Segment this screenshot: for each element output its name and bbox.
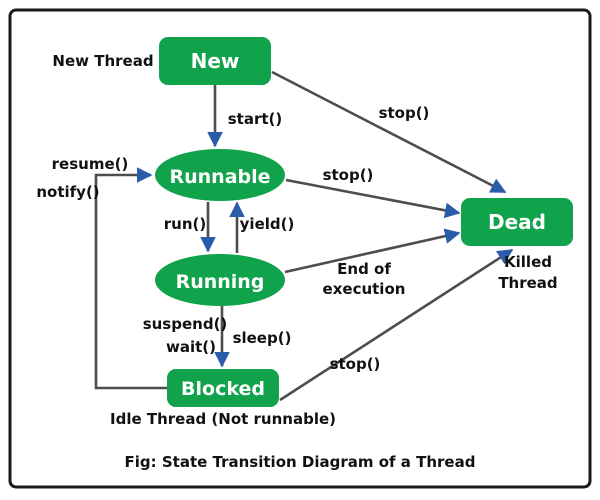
edge-label-new-stop: stop() (379, 104, 430, 122)
annotation-idle-thread: Idle Thread (Not runnable) (110, 410, 336, 428)
edge-running-to-dead (284, 228, 461, 274)
state-node-runnable[interactable]: Runnable (155, 149, 285, 201)
edge-label-wait: wait() (166, 338, 216, 356)
edge-label-blocked-stop: stop() (330, 355, 381, 373)
state-node-blocked[interactable]: Blocked (167, 369, 279, 407)
state-label-new: New (191, 49, 240, 73)
diagram-frame (8, 8, 592, 489)
edge-label-end-of-execution-line2: execution (323, 280, 406, 298)
edge-blocked-to-dead (279, 248, 514, 402)
state-label-runnable: Runnable (169, 166, 270, 188)
state-shape-dead (461, 198, 573, 246)
state-label-dead: Dead (488, 210, 546, 234)
state-shape-new (159, 37, 271, 85)
annotation-killed-thread-line1: Killed (504, 253, 552, 271)
edge-label-runnable-stop: stop() (323, 166, 374, 184)
edge-label-resume: resume() (52, 155, 129, 173)
state-label-blocked: Blocked (181, 378, 265, 400)
state-node-new[interactable]: New (159, 37, 271, 85)
annotation-killed-thread-line2: Thread (498, 274, 557, 292)
edge-label-notify: notify() (36, 183, 99, 201)
edge-label-sleep: sleep() (233, 329, 292, 347)
edge-label-run: run() (164, 215, 206, 233)
edge-runnable-to-dead (285, 178, 461, 219)
state-label-running: Running (176, 271, 265, 293)
edge-label-start: start() (228, 110, 283, 128)
state-node-dead[interactable]: Dead (461, 198, 573, 246)
edge-blocked-to-runnable (94, 167, 167, 390)
edge-new-to-dead (271, 70, 507, 194)
state-shape-running (155, 254, 285, 306)
edge-label-end-of-execution-line1: End of (337, 260, 391, 278)
figure-caption: Fig: State Transition Diagram of a Threa… (125, 453, 476, 471)
edge-label-suspend: suspend() (143, 315, 228, 333)
state-node-running[interactable]: Running (155, 254, 285, 306)
annotation-new-thread: New Thread (52, 52, 153, 70)
edge-label-yield: yield() (240, 215, 295, 233)
state-shape-runnable (155, 149, 285, 201)
state-shape-blocked (167, 369, 279, 407)
